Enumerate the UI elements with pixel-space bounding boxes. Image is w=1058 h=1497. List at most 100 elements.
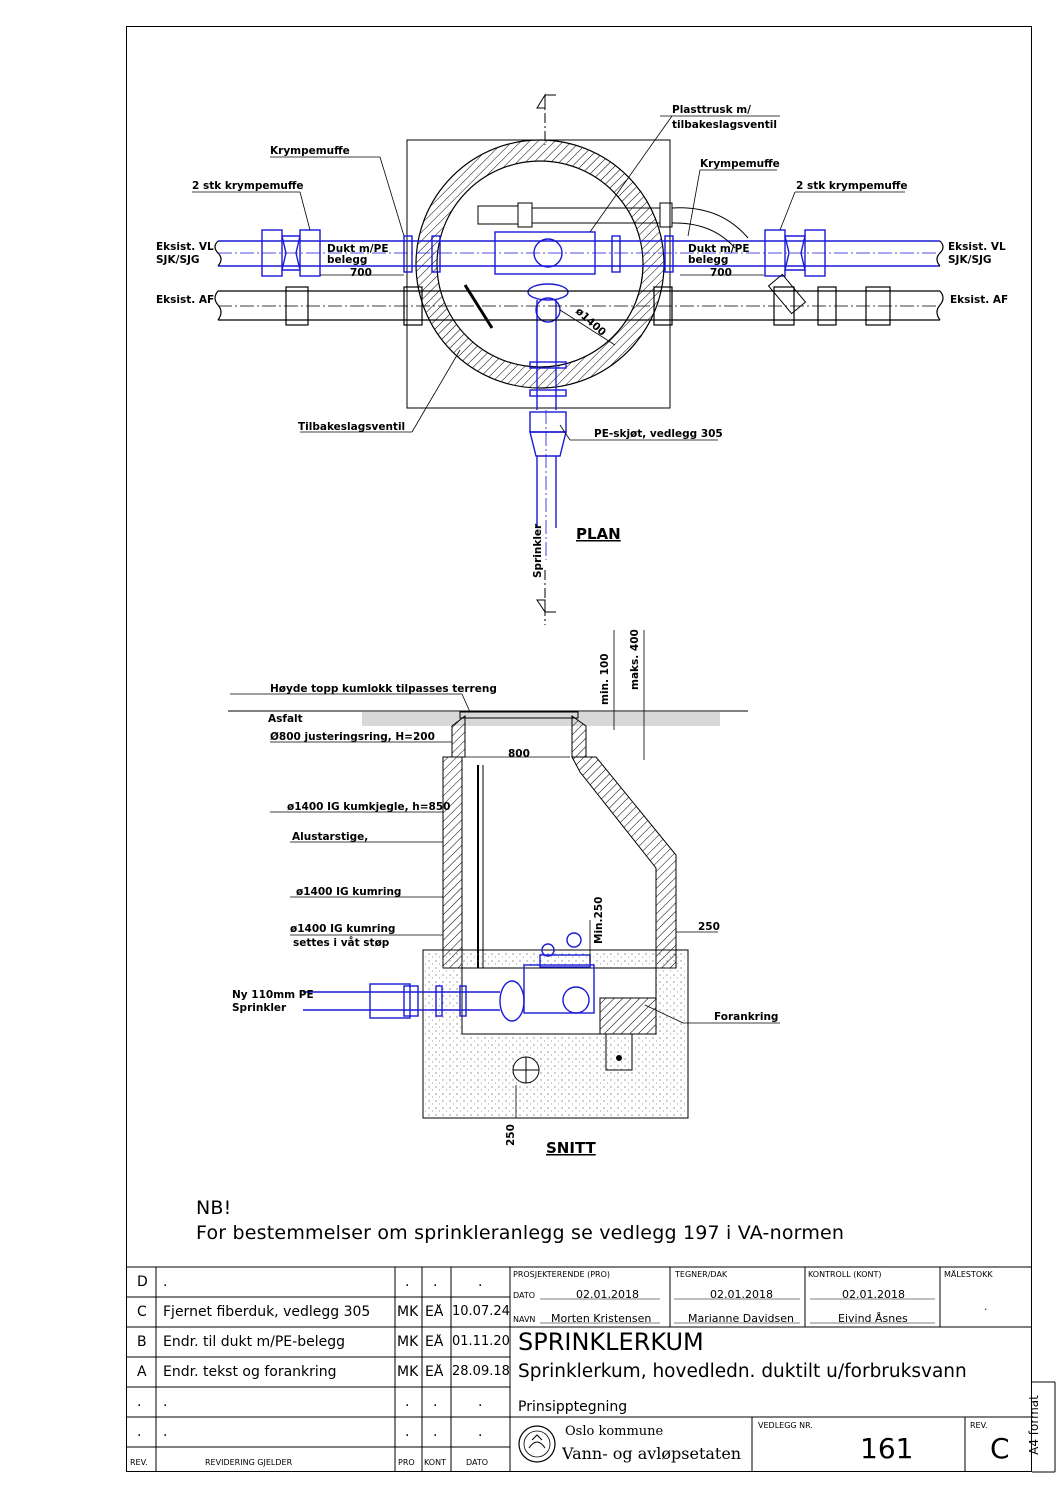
rev-header-rev: REV. — [130, 1458, 148, 1467]
label-dim-250-bottom: 250 — [505, 1124, 517, 1146]
rev-text: Endr. tekst og forankring — [163, 1364, 337, 1380]
rev-cell: . — [137, 1424, 142, 1440]
label-two-stk-left: 2 stk krympemuffe — [192, 180, 304, 192]
drawing-title: SPRINKLERKUM — [518, 1328, 704, 1356]
rev-dato: 28.09.18 — [452, 1364, 510, 1379]
label-two-stk-right: 2 stk krympemuffe — [796, 180, 908, 192]
rev-pro: MK — [397, 1334, 419, 1350]
label-eksist-af-right: Eksist. AF — [950, 294, 1008, 306]
rev-pro: . — [405, 1424, 410, 1440]
rev-text: . — [163, 1424, 168, 1440]
label-plasttrusk-2: tilbakeslagsventil — [672, 119, 777, 131]
label-justeringsring: Ø800 justeringsring, H=200 — [270, 731, 435, 743]
rev-pro: MK — [397, 1364, 419, 1380]
rev-kont: . — [433, 1394, 438, 1410]
kont-dato: 02.01.2018 — [842, 1288, 905, 1301]
rev-dato: . — [478, 1424, 483, 1440]
label-belegg-left: belegg — [327, 254, 367, 266]
pro-dato: 02.01.2018 — [576, 1288, 639, 1301]
label-pe-skjot: PE-skjøt, vedlegg 305 — [594, 428, 723, 440]
label-belegg-right: belegg — [688, 254, 728, 266]
rev-cell: B — [137, 1334, 147, 1350]
note-text: For bestemmelser om sprinkleranlegg se v… — [196, 1222, 845, 1244]
plan-title: PLAN — [576, 525, 621, 543]
rev-header-pro: PRO — [398, 1458, 415, 1467]
org-name: Oslo kommune — [565, 1424, 664, 1439]
label-min-100: min. 100 — [599, 653, 611, 705]
rev-header-kont: KONT — [424, 1458, 446, 1467]
label-kumring-2: ø1400 IG kumring — [290, 923, 395, 935]
drawing-type: Prinsipptegning — [518, 1399, 628, 1415]
rev-dato: . — [478, 1394, 483, 1410]
label-vat-stop: settes i våt støp — [293, 936, 390, 949]
label-alustarstige: Alustarstige, — [292, 831, 368, 843]
label-eksist-vl-left: Eksist. VL — [156, 241, 214, 253]
label-dim-700-right: 700 — [710, 267, 732, 279]
title-block-grid — [126, 1266, 1056, 1473]
rev-kont: EÅ — [425, 1304, 444, 1320]
label-min-250: Min.250 — [593, 897, 605, 944]
rev-dato: . — [478, 1274, 483, 1290]
malestokk-value: . — [984, 1300, 988, 1313]
rev-header-dato: DATO — [466, 1458, 489, 1467]
rev-text: Fjernet fiberduk, vedlegg 305 — [163, 1304, 371, 1320]
label-sprinkler-plan: Sprinkler — [532, 523, 544, 578]
rev-label: REV. — [970, 1421, 988, 1430]
label-dim-250-right: 250 — [698, 921, 720, 933]
label-ny-pe: Ny 110mm PE — [232, 989, 314, 1001]
section-view: Høyde topp kumlokk tilpasses terreng Asf… — [228, 629, 780, 1157]
section-title: SNITT — [546, 1139, 597, 1157]
label-asfalt: Asfalt — [268, 713, 303, 725]
rev-cell: . — [137, 1394, 142, 1410]
rev-pro: . — [405, 1274, 410, 1290]
navn-label: NAVN — [513, 1315, 536, 1324]
rev-kont: . — [433, 1424, 438, 1440]
label-tilbakeslagsventil: Tilbakeslagsventil — [298, 421, 405, 433]
format-label: A4 format — [1027, 1395, 1041, 1455]
label-sjk-left: SJK/SJG — [156, 254, 200, 266]
org-department: Vann- og avløpsetaten — [562, 1444, 742, 1463]
rev-cell: D — [137, 1274, 148, 1290]
rev-pro: . — [405, 1394, 410, 1410]
kont-label: KONTROLL (KONT) — [808, 1270, 882, 1279]
label-eksist-vl-right: Eksist. VL — [948, 241, 1006, 253]
teg-navn: Marianne Davidsen — [688, 1312, 794, 1325]
label-hoyde: Høyde topp kumlokk tilpasses terreng — [270, 683, 497, 695]
pro-navn: Morten Kristensen — [551, 1312, 652, 1325]
vedlegg-number: 161 — [860, 1432, 914, 1465]
note-heading: NB! — [196, 1197, 232, 1219]
plan-view: Plasttrusk m/ tilbakeslagsventil Krympem… — [156, 93, 1008, 625]
rev-header-text: REVIDERING GJELDER — [205, 1458, 293, 1467]
teg-dato: 02.01.2018 — [710, 1288, 773, 1301]
kont-navn: Eivind Åsnes — [838, 1312, 908, 1325]
label-dim-700-left: 700 — [350, 267, 372, 279]
pro-label: PROSJEKTERENDE (PRO) — [513, 1270, 611, 1279]
label-dim-800: 800 — [508, 748, 530, 760]
rev-kont: EÅ — [425, 1334, 444, 1350]
label-krympemuffe-right: Krympemuffe — [700, 158, 780, 170]
rev-kont: . — [433, 1274, 438, 1290]
vedlegg-label: VEDLEGG NR. — [758, 1421, 813, 1430]
rev-pro: MK — [397, 1304, 419, 1320]
label-sjk-right: SJK/SJG — [948, 254, 992, 266]
rev-text: . — [163, 1394, 168, 1410]
oslo-kommune-logo — [518, 1425, 556, 1463]
drawing-subtitle: Sprinklerkum, hovedledn. duktilt u/forbr… — [518, 1361, 967, 1382]
label-eksist-af-left: Eksist. AF — [156, 294, 214, 306]
label-kumring: ø1400 IG kumring — [296, 886, 401, 898]
label-krympemuffe-left: Krympemuffe — [270, 145, 350, 157]
note: NB! For bestemmelser om sprinkleranlegg … — [196, 1196, 844, 1246]
teg-label: TEGNER/DAK — [675, 1270, 728, 1279]
drawing-frame — [126, 26, 1032, 1472]
rev-cell: C — [137, 1304, 147, 1320]
label-sprinkler-snitt: Sprinkler — [232, 1002, 287, 1014]
rev-dato: 01.11.20 — [452, 1334, 510, 1349]
label-kumkjegle: ø1400 IG kumkjegle, h=850 — [287, 801, 450, 813]
label-maks-400: maks. 400 — [629, 629, 641, 690]
malestokk-label: MÅLESTOKK — [944, 1270, 993, 1279]
label-dukt-left: Dukt m/PE — [327, 243, 389, 255]
dato-label: DATO — [513, 1291, 536, 1300]
rev-cell: A — [137, 1364, 147, 1380]
rev-value: C — [990, 1432, 1010, 1465]
label-forankring: Forankring — [714, 1011, 778, 1023]
